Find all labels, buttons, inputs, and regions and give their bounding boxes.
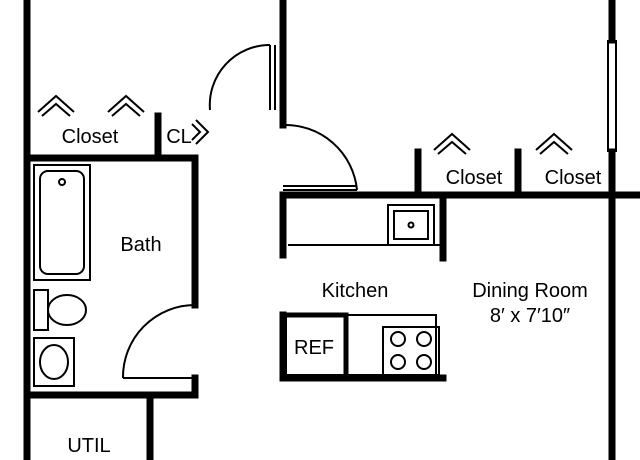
door-leaves [269, 40, 617, 191]
dining-room-label: Dining Room [472, 280, 588, 302]
bathtub [33, 164, 91, 281]
util-label: UTIL [67, 435, 110, 457]
bath-sink [33, 337, 75, 387]
ref-label: REF [294, 337, 334, 359]
kitchen-label: Kitchen [322, 280, 389, 302]
lower-counter [285, 314, 437, 376]
bath-label: Bath [120, 234, 161, 256]
toilet [33, 289, 87, 331]
stove [382, 326, 440, 376]
refrigerator [280, 312, 349, 381]
closet-mid-label: Closet [446, 167, 503, 189]
cl-closet-label: CL [166, 126, 192, 148]
kitchen-sink [387, 204, 435, 246]
closet-left-label: Closet [62, 126, 119, 148]
closet-right-label: Closet [545, 167, 602, 189]
walls [23, 0, 640, 460]
dining-room-size: 8′ x 7′10″ [490, 305, 570, 327]
door-arcs [121, 43, 358, 379]
bifold-doors [37, 94, 573, 155]
